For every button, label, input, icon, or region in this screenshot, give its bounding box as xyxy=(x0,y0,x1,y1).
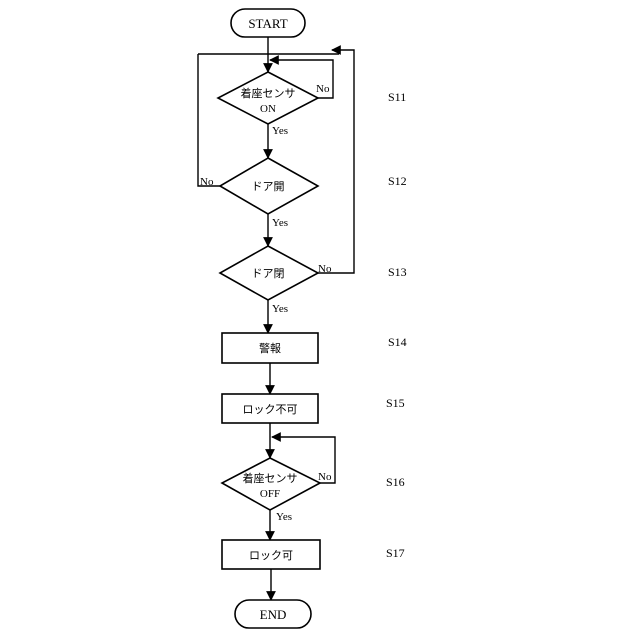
s16-no-label: No xyxy=(318,471,332,483)
s12-text: ドア開 xyxy=(252,180,285,193)
s17-text: ロック可 xyxy=(249,549,293,562)
s12-no-loop xyxy=(198,54,220,186)
s11-step-label: S11 xyxy=(388,90,406,104)
s17-step-label: S17 xyxy=(386,546,405,560)
s14-step-label: S14 xyxy=(388,335,407,349)
s12-yes-label: Yes xyxy=(272,217,288,229)
start-terminal: START xyxy=(231,9,305,37)
s15-text: ロック不可 xyxy=(243,403,298,416)
s13-no-label: No xyxy=(318,263,332,275)
end-label: END xyxy=(260,607,287,622)
s15-step-label: S15 xyxy=(386,396,405,410)
end-terminal: END xyxy=(235,600,311,628)
s16-decision: 着座センサ OFF xyxy=(222,458,320,510)
s14-text: 警報 xyxy=(259,341,281,355)
s11-line1: 着座センサ xyxy=(241,86,296,100)
s16-step-label: S16 xyxy=(386,475,405,489)
s14-process: 警報 xyxy=(222,333,318,363)
s12-step-label: S12 xyxy=(388,174,407,188)
s17-process: ロック可 xyxy=(222,540,320,569)
s16-yes-label: Yes xyxy=(276,511,292,523)
s11-yes-label: Yes xyxy=(272,125,288,137)
s16-line2: OFF xyxy=(260,488,280,500)
s15-process: ロック不可 xyxy=(222,394,318,423)
s12-no-label: No xyxy=(200,176,214,188)
s11-line2: ON xyxy=(260,103,276,115)
s12-decision: ドア開 xyxy=(220,158,318,214)
s11-no-label: No xyxy=(316,83,330,95)
s13-yes-label: Yes xyxy=(272,303,288,315)
s16-line1: 着座センサ xyxy=(243,471,298,485)
s13-text: ドア閉 xyxy=(252,267,285,280)
start-label: START xyxy=(248,16,287,31)
s13-decision: ドア閉 xyxy=(220,246,318,300)
s13-step-label: S13 xyxy=(388,265,407,279)
s11-decision: 着座センサ ON xyxy=(218,72,318,124)
